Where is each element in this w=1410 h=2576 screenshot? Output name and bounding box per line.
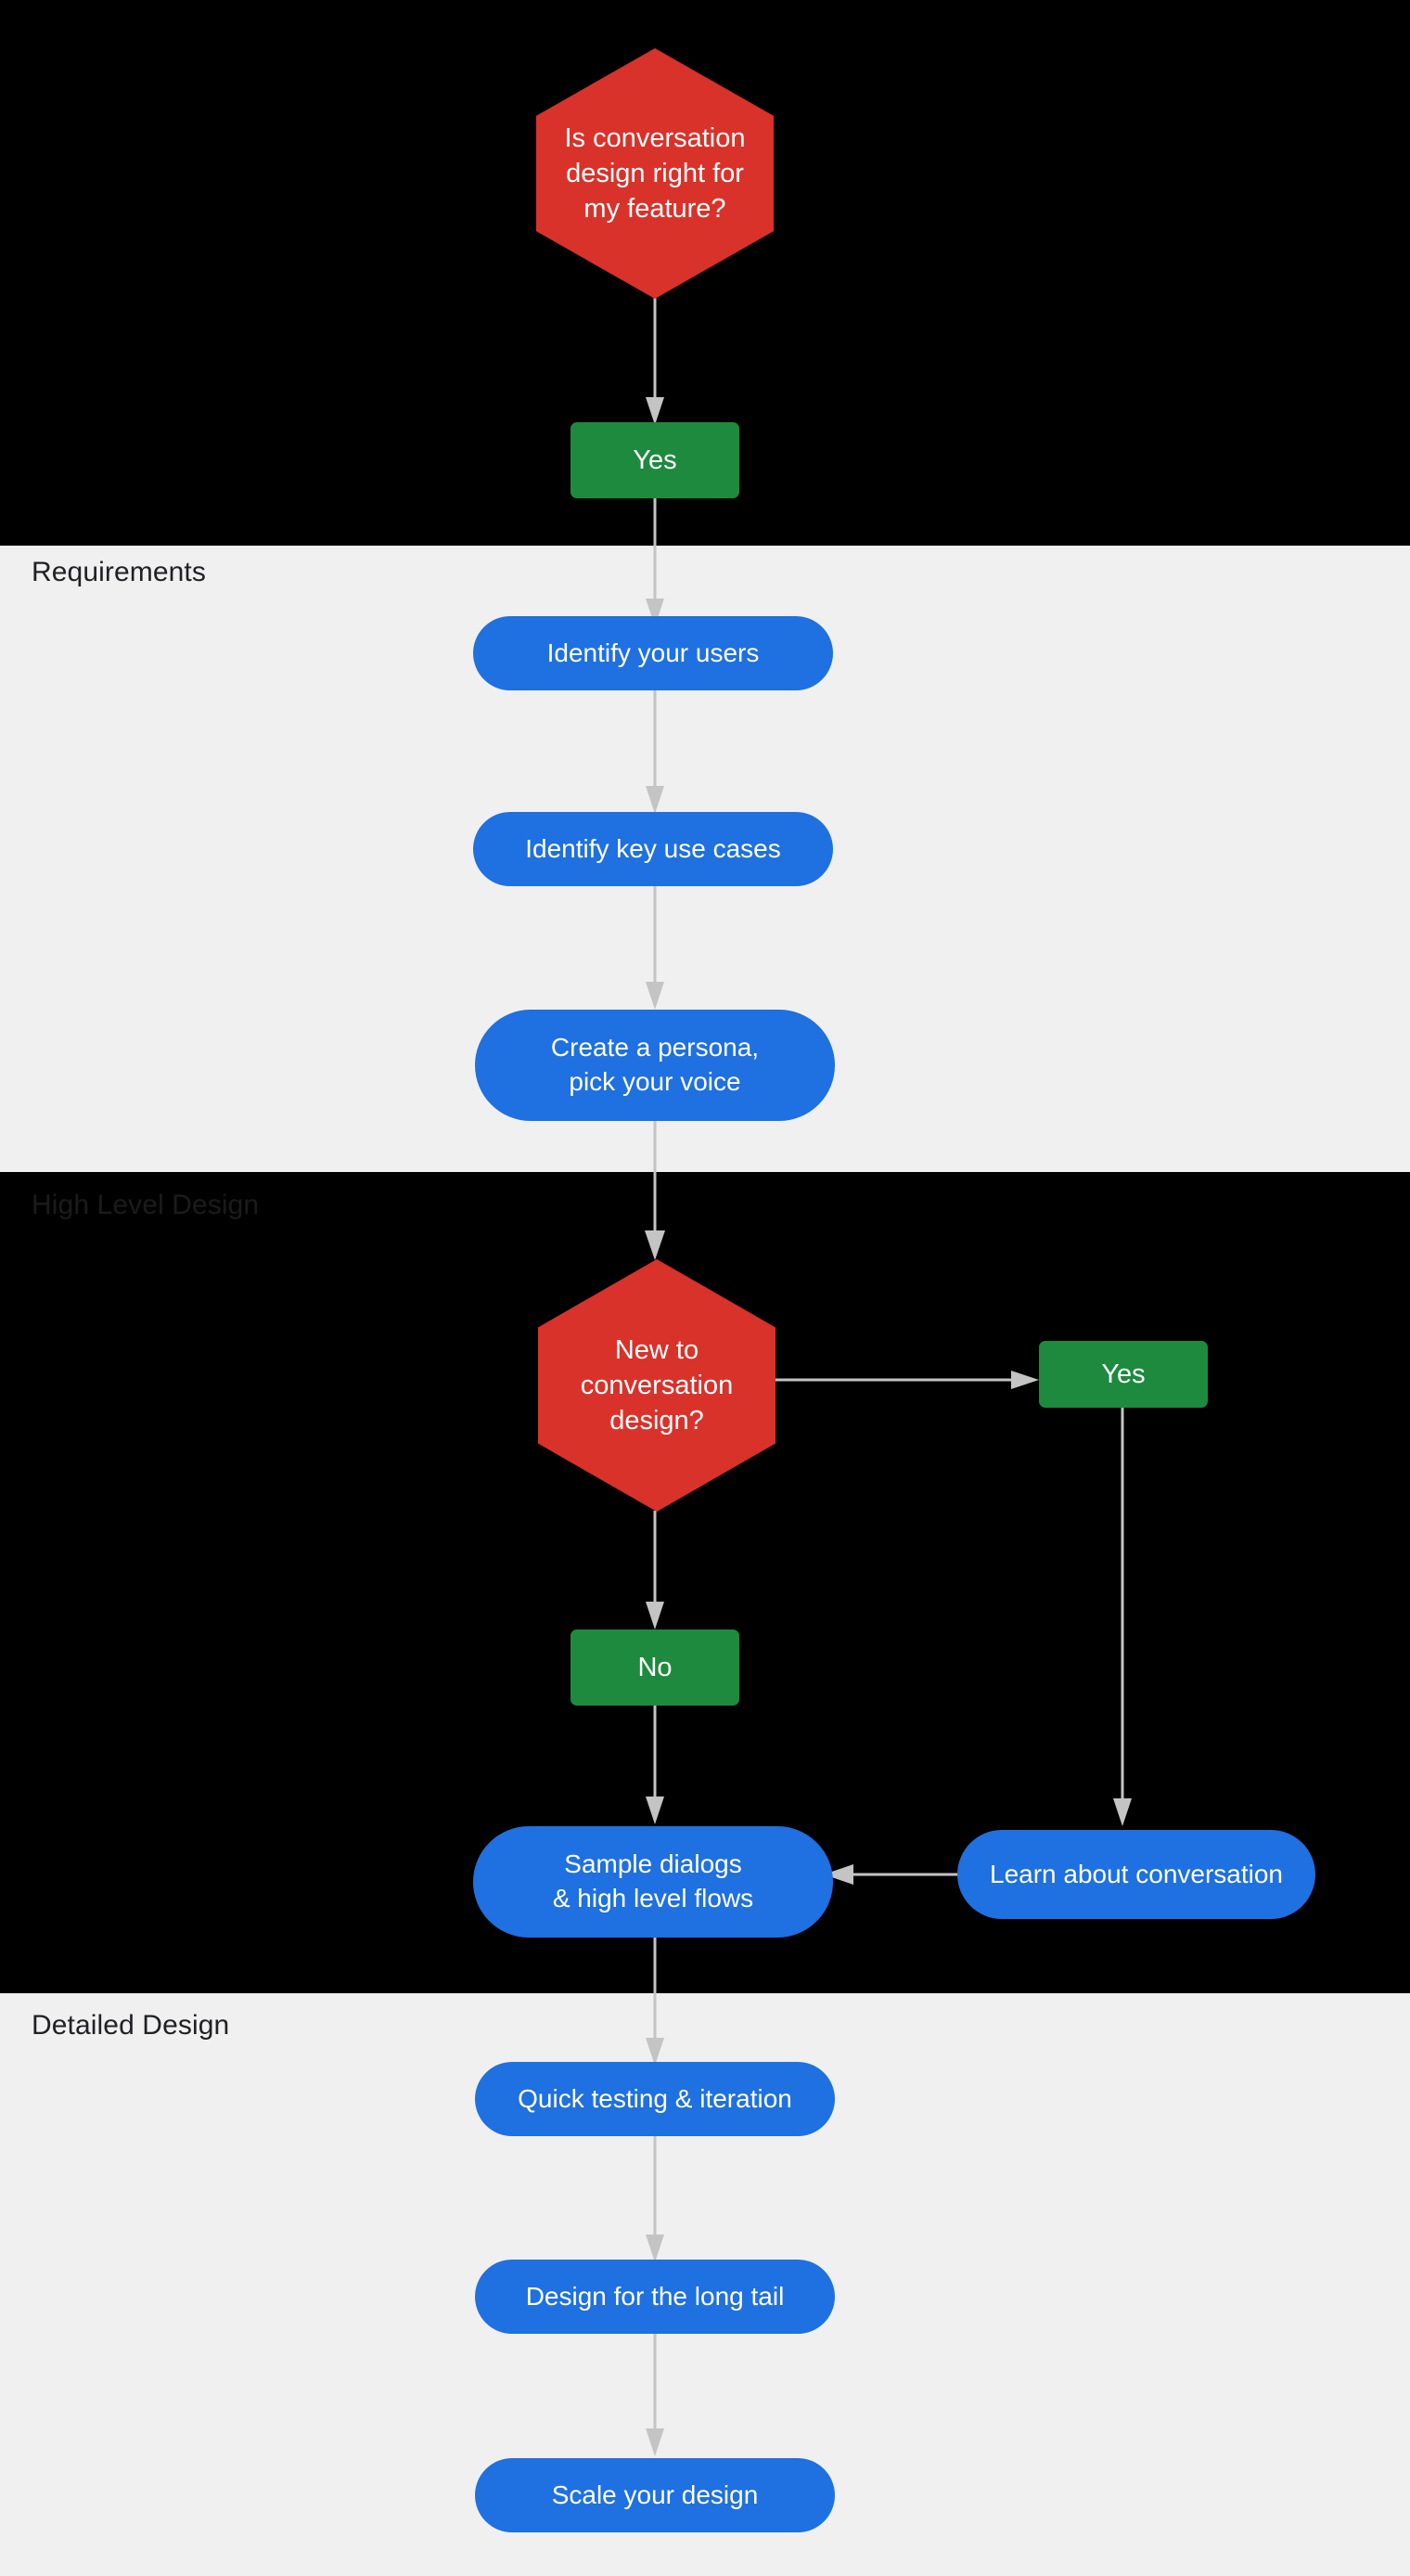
answer-node-no[interactable]: No (570, 1629, 739, 1706)
section-title-requirements: Requirements (32, 557, 206, 587)
decision-node-label: Is conversation design right for my feat… (564, 122, 746, 225)
step-node-label: Identify your users (546, 638, 760, 667)
step-node-identify-your-users[interactable]: Identify your users (473, 616, 833, 690)
step-node-scale-your-design[interactable]: Scale your design (475, 2458, 835, 2532)
answer-node-label: Yes (1101, 1359, 1146, 1389)
answer-node-label: Yes (633, 444, 677, 475)
step-node-label: Scale your design (551, 2479, 759, 2509)
step-node-label: Design for the long tail (525, 2281, 785, 2311)
step-node-design-for-long-tail[interactable]: Design for the long tail (475, 2260, 835, 2334)
answer-node-yes-1[interactable]: Yes (570, 422, 739, 498)
step-node-label: Identify key use cases (525, 833, 781, 863)
step-node-label: Quick testing & iteration (518, 2083, 792, 2113)
answer-node-yes-2[interactable]: Yes (1039, 1341, 1208, 1408)
step-node-label: Learn about conversation (990, 1859, 1283, 1888)
step-node-learn-about-conversation[interactable]: Learn about conversation (957, 1830, 1315, 1919)
step-node-sample-dialogs[interactable]: Sample dialogs & high level flows (473, 1826, 833, 1938)
step-node-quick-testing-iteration[interactable]: Quick testing & iteration (475, 2062, 835, 2136)
step-node-identify-key-use-cases[interactable]: Identify key use cases (473, 812, 833, 886)
step-node-label: Sample dialogs & high level flows (552, 1849, 754, 1913)
answer-node-label: No (637, 1652, 673, 1682)
section-title-high-level-design: High Level Design (32, 1190, 260, 1220)
decision-node-label: New to conversation design? (580, 1334, 734, 1436)
section-title-detailed-design: Detailed Design (32, 2010, 230, 2041)
step-node-label: Create a persona, pick your voice (550, 1033, 760, 1096)
step-node-create-a-persona[interactable]: Create a persona, pick your voice (475, 1010, 835, 1121)
